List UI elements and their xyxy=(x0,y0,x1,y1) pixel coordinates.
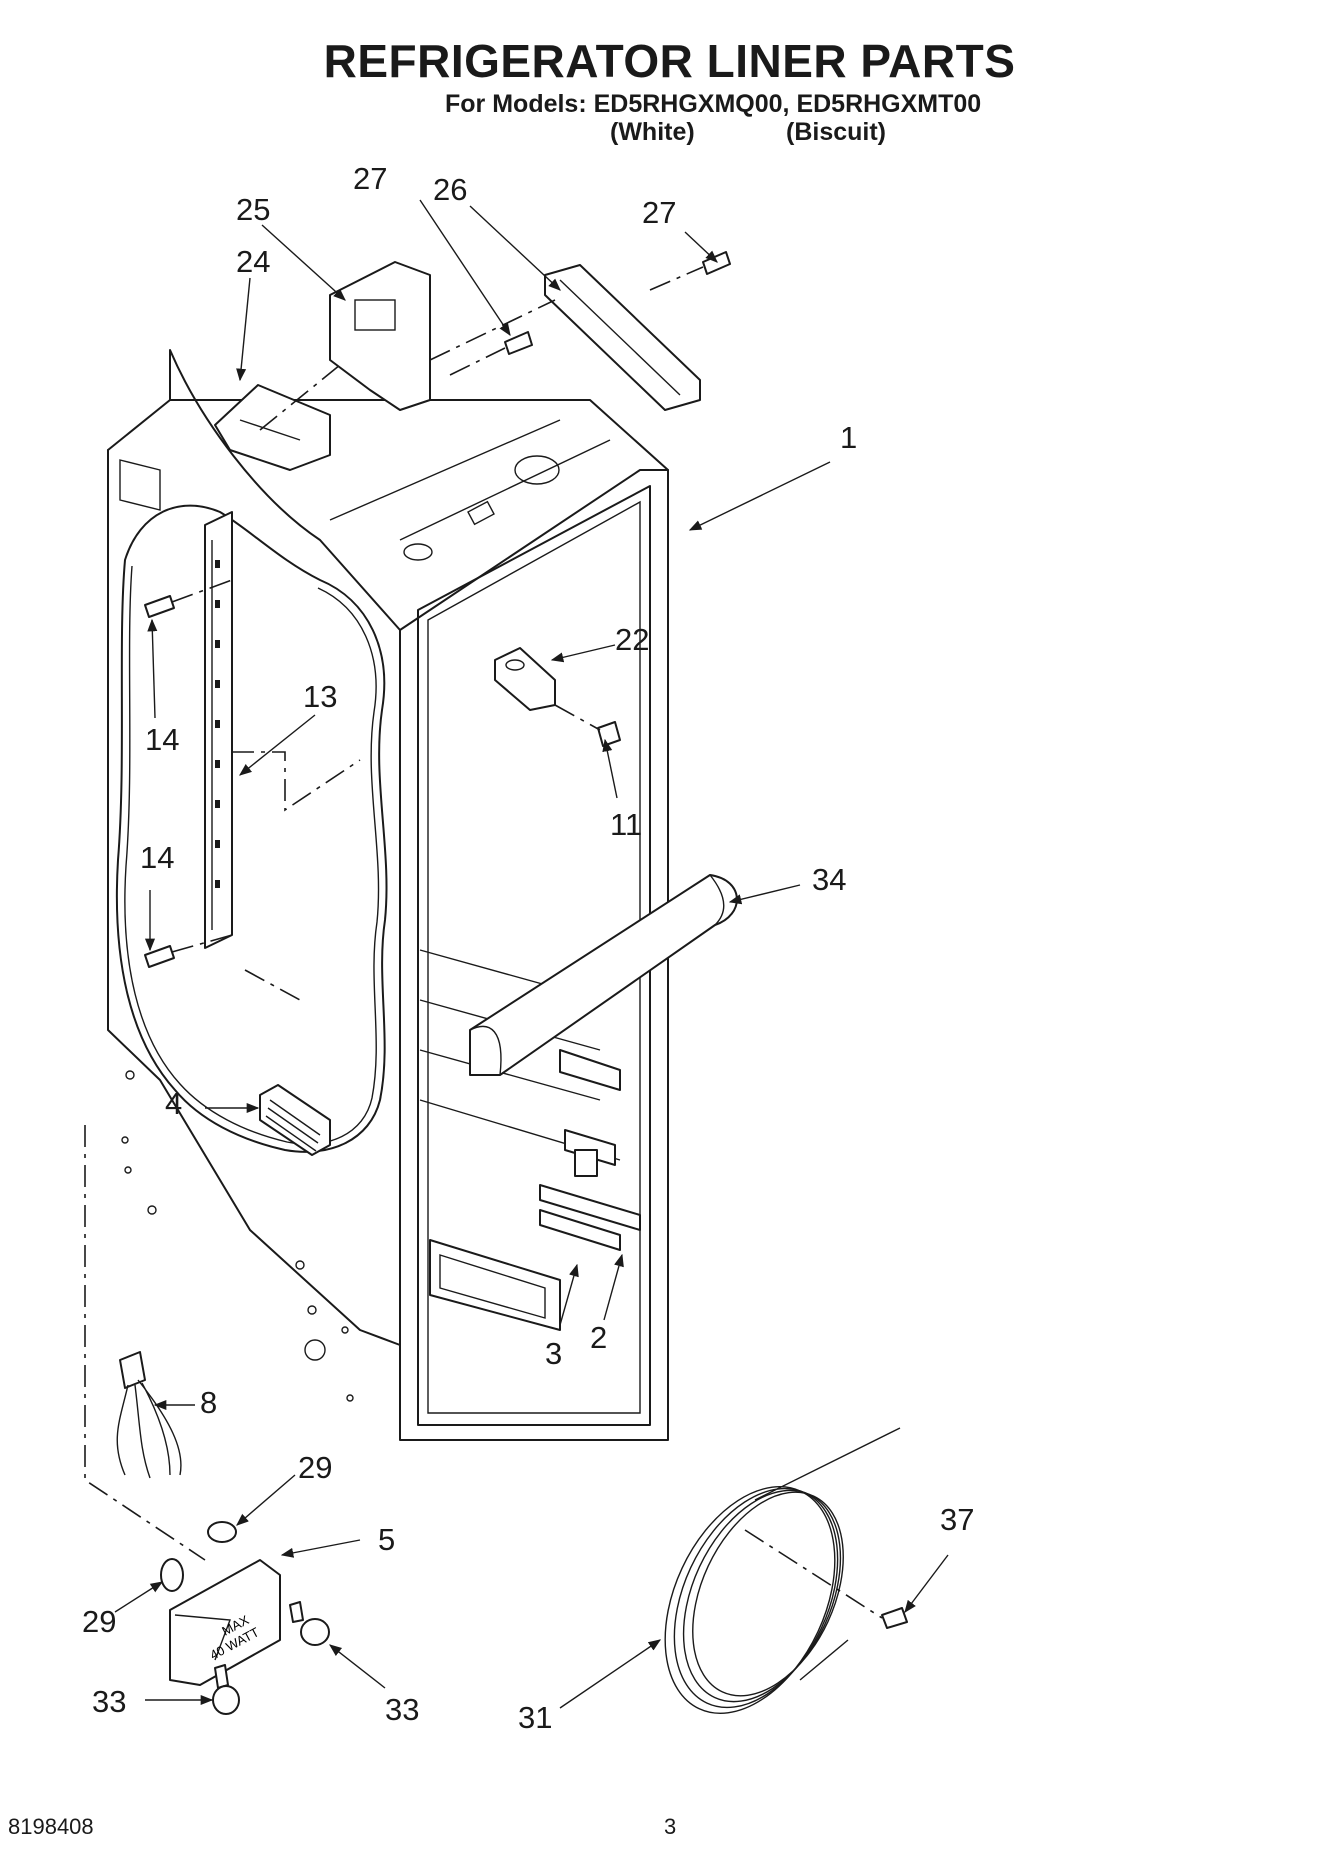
screw-27-left xyxy=(449,331,533,376)
callout-27-left: 27 xyxy=(353,161,387,196)
mounting-rail xyxy=(429,264,701,411)
callout-33-left: 33 xyxy=(92,1684,126,1719)
callout-29-lower: 29 xyxy=(82,1604,116,1639)
callout-37: 37 xyxy=(940,1502,974,1537)
callout-31: 31 xyxy=(518,1700,552,1735)
callout-3: 3 xyxy=(545,1336,562,1371)
liner-cabinet xyxy=(107,349,669,1441)
callout-11: 11 xyxy=(610,807,642,842)
callout-14-lower: 14 xyxy=(140,840,174,875)
callout-5: 5 xyxy=(378,1522,395,1557)
screw-27-right xyxy=(649,251,731,291)
screw-14-lower xyxy=(144,934,301,1001)
clip-29-lower xyxy=(160,1558,184,1592)
callout-34: 34 xyxy=(812,862,846,897)
callout-1: 1 xyxy=(840,420,857,455)
leader-lines xyxy=(114,199,949,1709)
models-line: For Models: ED5RHGXMQ00, ED5RHGXMT00 xyxy=(445,90,982,118)
screw-14-upper xyxy=(144,579,233,618)
callout-27-right: 27 xyxy=(642,195,676,230)
screw-37 xyxy=(744,1529,908,1629)
vent-4 xyxy=(259,1084,331,1156)
callout-26: 26 xyxy=(433,172,467,207)
bulb-33-left xyxy=(212,1664,240,1715)
callout-14-upper: 14 xyxy=(145,722,179,757)
callout-22: 22 xyxy=(615,622,649,657)
variant-white: (White) xyxy=(610,118,695,146)
callout-4: 4 xyxy=(165,1086,182,1121)
bracket-22 xyxy=(494,647,556,711)
bulb-33-right xyxy=(289,1601,330,1646)
lamp-socket-5: MAX 40 WATT xyxy=(169,1559,281,1686)
callout-33-right: 33 xyxy=(385,1692,419,1727)
water-tubing-31 xyxy=(664,1427,901,1714)
callout-25: 25 xyxy=(236,192,270,227)
wiring-path-line xyxy=(84,1125,206,1561)
clip-29-upper xyxy=(207,1521,237,1543)
page-number: 3 xyxy=(664,1814,677,1839)
wire-harness-8 xyxy=(116,1351,182,1479)
callout-29-upper: 29 xyxy=(298,1450,332,1485)
shelf-track xyxy=(204,511,361,949)
callout-24: 24 xyxy=(236,244,270,279)
callout-2: 2 xyxy=(590,1320,607,1355)
variant-biscuit: (Biscuit) xyxy=(786,118,886,146)
light-shield xyxy=(329,261,431,411)
doc-number: 8198408 xyxy=(8,1814,94,1839)
screw-11 xyxy=(554,704,621,747)
callout-8: 8 xyxy=(200,1385,217,1420)
page-title: REFRIGERATOR LINER PARTS xyxy=(323,35,1016,87)
callout-13: 13 xyxy=(303,679,337,714)
track-slots xyxy=(215,560,220,888)
